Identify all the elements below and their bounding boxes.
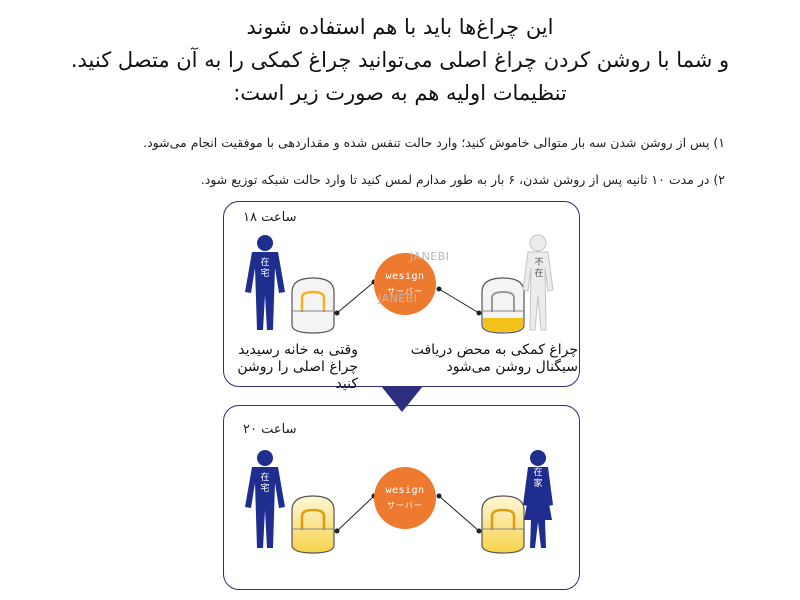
person-sign: 在宅 (260, 258, 270, 279)
person-sign: 不在 (534, 258, 544, 279)
time-label-bottom: ساعت ۲۰ (243, 422, 297, 437)
server-icon: wesign サーバー (374, 253, 436, 315)
heading-line-1: این چراغ‌ها باید با هم استفاده شوند (246, 15, 554, 39)
person-away-icon (522, 234, 554, 331)
step-1: ۱) پس از روشن شدن سه بار متوالی خاموش کن… (143, 135, 725, 150)
server-label: wesign (385, 485, 425, 496)
lamp-aux-on-icon (481, 495, 525, 554)
person-home-right-icon (523, 450, 553, 548)
person-sign: 在家 (533, 468, 543, 489)
caption-aux-lamp: چراغ کمکی به محض دریافت سیگنال روشن می‌ش… (410, 342, 578, 376)
watermark: JANEBI (378, 292, 418, 305)
server-sublabel: サーバー (387, 501, 423, 510)
heading-line-3: تنظیمات اولیه هم به صورت زیر است: (233, 81, 567, 105)
person-home-icon (245, 235, 285, 330)
server-label: wesign (385, 271, 425, 282)
server-icon: wesign サーバー (374, 467, 436, 529)
down-arrow-icon (381, 386, 423, 412)
lamp-main-on-icon (291, 495, 335, 554)
caption-line: چراغ کمکی به محض دریافت (410, 342, 578, 358)
caption-line: چراغ اصلی را روشن کنید (237, 359, 358, 392)
caption-line: سیگنال روشن می‌شود (446, 359, 578, 375)
step-2: ۲) در مدت ۱۰ ثانیه پس از روشن شدن، ۶ بار… (200, 172, 725, 187)
server-sublabel: サーバー (387, 287, 423, 296)
time-label-top: ساعت ۱۸ (243, 210, 297, 225)
caption-main-lamp: وقتی به خانه رسیدید چراغ اصلی را روشن کن… (222, 342, 358, 393)
watermark: JANEBI (410, 250, 450, 263)
person-home-icon (245, 450, 285, 548)
person-sign: 在宅 (260, 473, 270, 494)
lamp-main-icon (291, 277, 335, 334)
lamp-aux-icon (481, 277, 525, 334)
heading-line-2: و شما با روشن کردن چراغ اصلی می‌توانید چ… (70, 48, 730, 72)
caption-line: وقتی به خانه رسیدید (238, 342, 358, 358)
